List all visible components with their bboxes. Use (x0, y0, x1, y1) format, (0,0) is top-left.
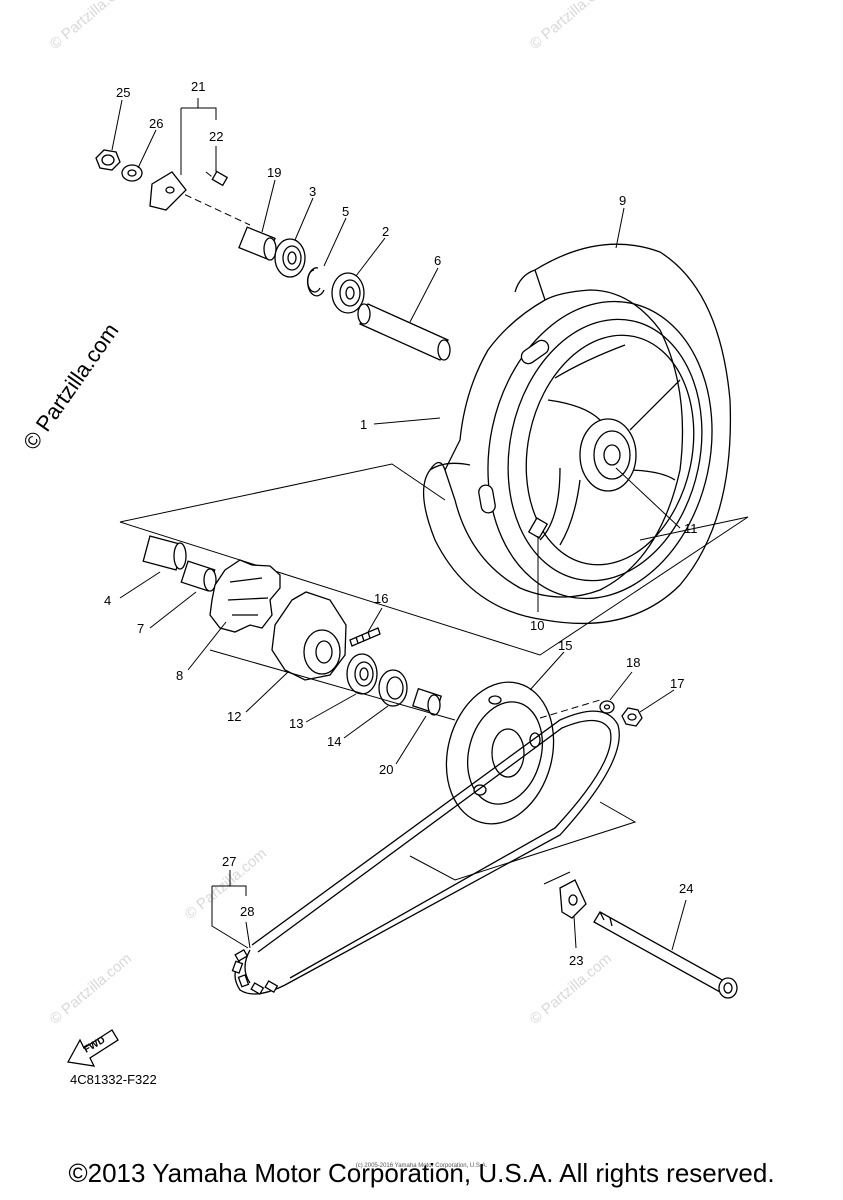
sprocket-part-15 (445, 681, 555, 825)
watermark-top-right: © Partzilla.com (527, 0, 615, 53)
fwd-arrow-icon: FWD (66, 1029, 119, 1067)
callout-10: 10 (530, 618, 544, 633)
spacer-tube-part-6 (357, 303, 451, 361)
callout-4: 4 (104, 593, 111, 608)
callout-12: 12 (227, 709, 241, 724)
callout-18: 18 (626, 655, 640, 670)
callout-28: 28 (240, 904, 254, 919)
callout-7: 7 (137, 621, 144, 636)
callout-14: 14 (327, 734, 341, 749)
callout-17: 17 (670, 676, 684, 691)
rear-wheel-part-1 (422, 243, 732, 625)
collar-part-7 (180, 560, 217, 592)
callout-5: 5 (342, 204, 349, 219)
valve-part-10 (527, 517, 549, 539)
chain-joint-part-28 (231, 949, 279, 995)
callout-9: 9 (619, 193, 626, 208)
callout-19: 19 (267, 165, 281, 180)
stud-part-16 (349, 627, 381, 647)
callout-6: 6 (434, 253, 441, 268)
bearing-part-2 (331, 272, 365, 314)
washer-part-18 (599, 700, 615, 714)
copyright-notice: ©2013 Yamaha Motor Corporation, U.S.A. A… (68, 1158, 775, 1188)
callout-20: 20 (379, 762, 393, 777)
callout-16: 16 (374, 591, 388, 606)
leader-lines (111, 98, 687, 951)
callout-27: 27 (222, 854, 236, 869)
nut-part-17 (621, 707, 643, 727)
callout-3: 3 (309, 184, 316, 199)
corner-watermarks: © Partzilla.com © Partzilla.com © Partzi… (47, 0, 615, 1028)
watermark-bottom-left: © Partzilla.com (47, 950, 135, 1028)
fine-print: (c) 2005-2016 Yamaha Motor Corporation, … (355, 1163, 488, 1169)
callout-15: 15 (558, 638, 572, 653)
callout-24: 24 (679, 881, 693, 896)
callout-8: 8 (176, 668, 183, 683)
axle-hardware-group (95, 149, 451, 361)
collar-part-20 (411, 687, 443, 716)
callout-22: 22 (209, 129, 223, 144)
sprocket-hub-part-12 (271, 591, 347, 681)
damper-part-8 (209, 559, 281, 633)
bearing-part-4 (142, 535, 187, 571)
callout-23: 23 (569, 953, 583, 968)
washer-part-26 (121, 164, 143, 182)
callout-11: 11 (684, 521, 698, 536)
diagram-code: 4C81332-F322 (70, 1072, 157, 1087)
callout-1: 1 (360, 417, 367, 432)
callout-2: 2 (382, 224, 389, 239)
collar-part-19 (238, 226, 277, 261)
oil-seal-part-14 (378, 669, 408, 707)
drive-chain-part-27 (231, 710, 620, 995)
callout-13: 13 (289, 716, 303, 731)
wheel-hub (579, 418, 637, 492)
callout-21: 21 (191, 79, 205, 94)
bearing-part-3 (274, 238, 306, 278)
axle-part-24 (593, 911, 738, 999)
circlip-part-5 (306, 267, 325, 297)
watermark-top-left: © Partzilla.com (47, 0, 135, 53)
hub-group-outline (119, 463, 446, 523)
nut-part-25 (95, 149, 121, 171)
adjuster-block-part-23 (559, 879, 587, 919)
callout-26: 26 (149, 116, 163, 131)
adjuster-plate-part-21 (149, 171, 187, 211)
bearing-part-13 (346, 653, 378, 695)
hub-parts-group (142, 535, 643, 825)
bolt-part-22 (205, 170, 229, 187)
callout-25: 25 (116, 85, 130, 100)
callout-labels: 25 26 21 22 19 3 5 2 6 9 1 11 10 4 7 8 1… (104, 79, 698, 968)
